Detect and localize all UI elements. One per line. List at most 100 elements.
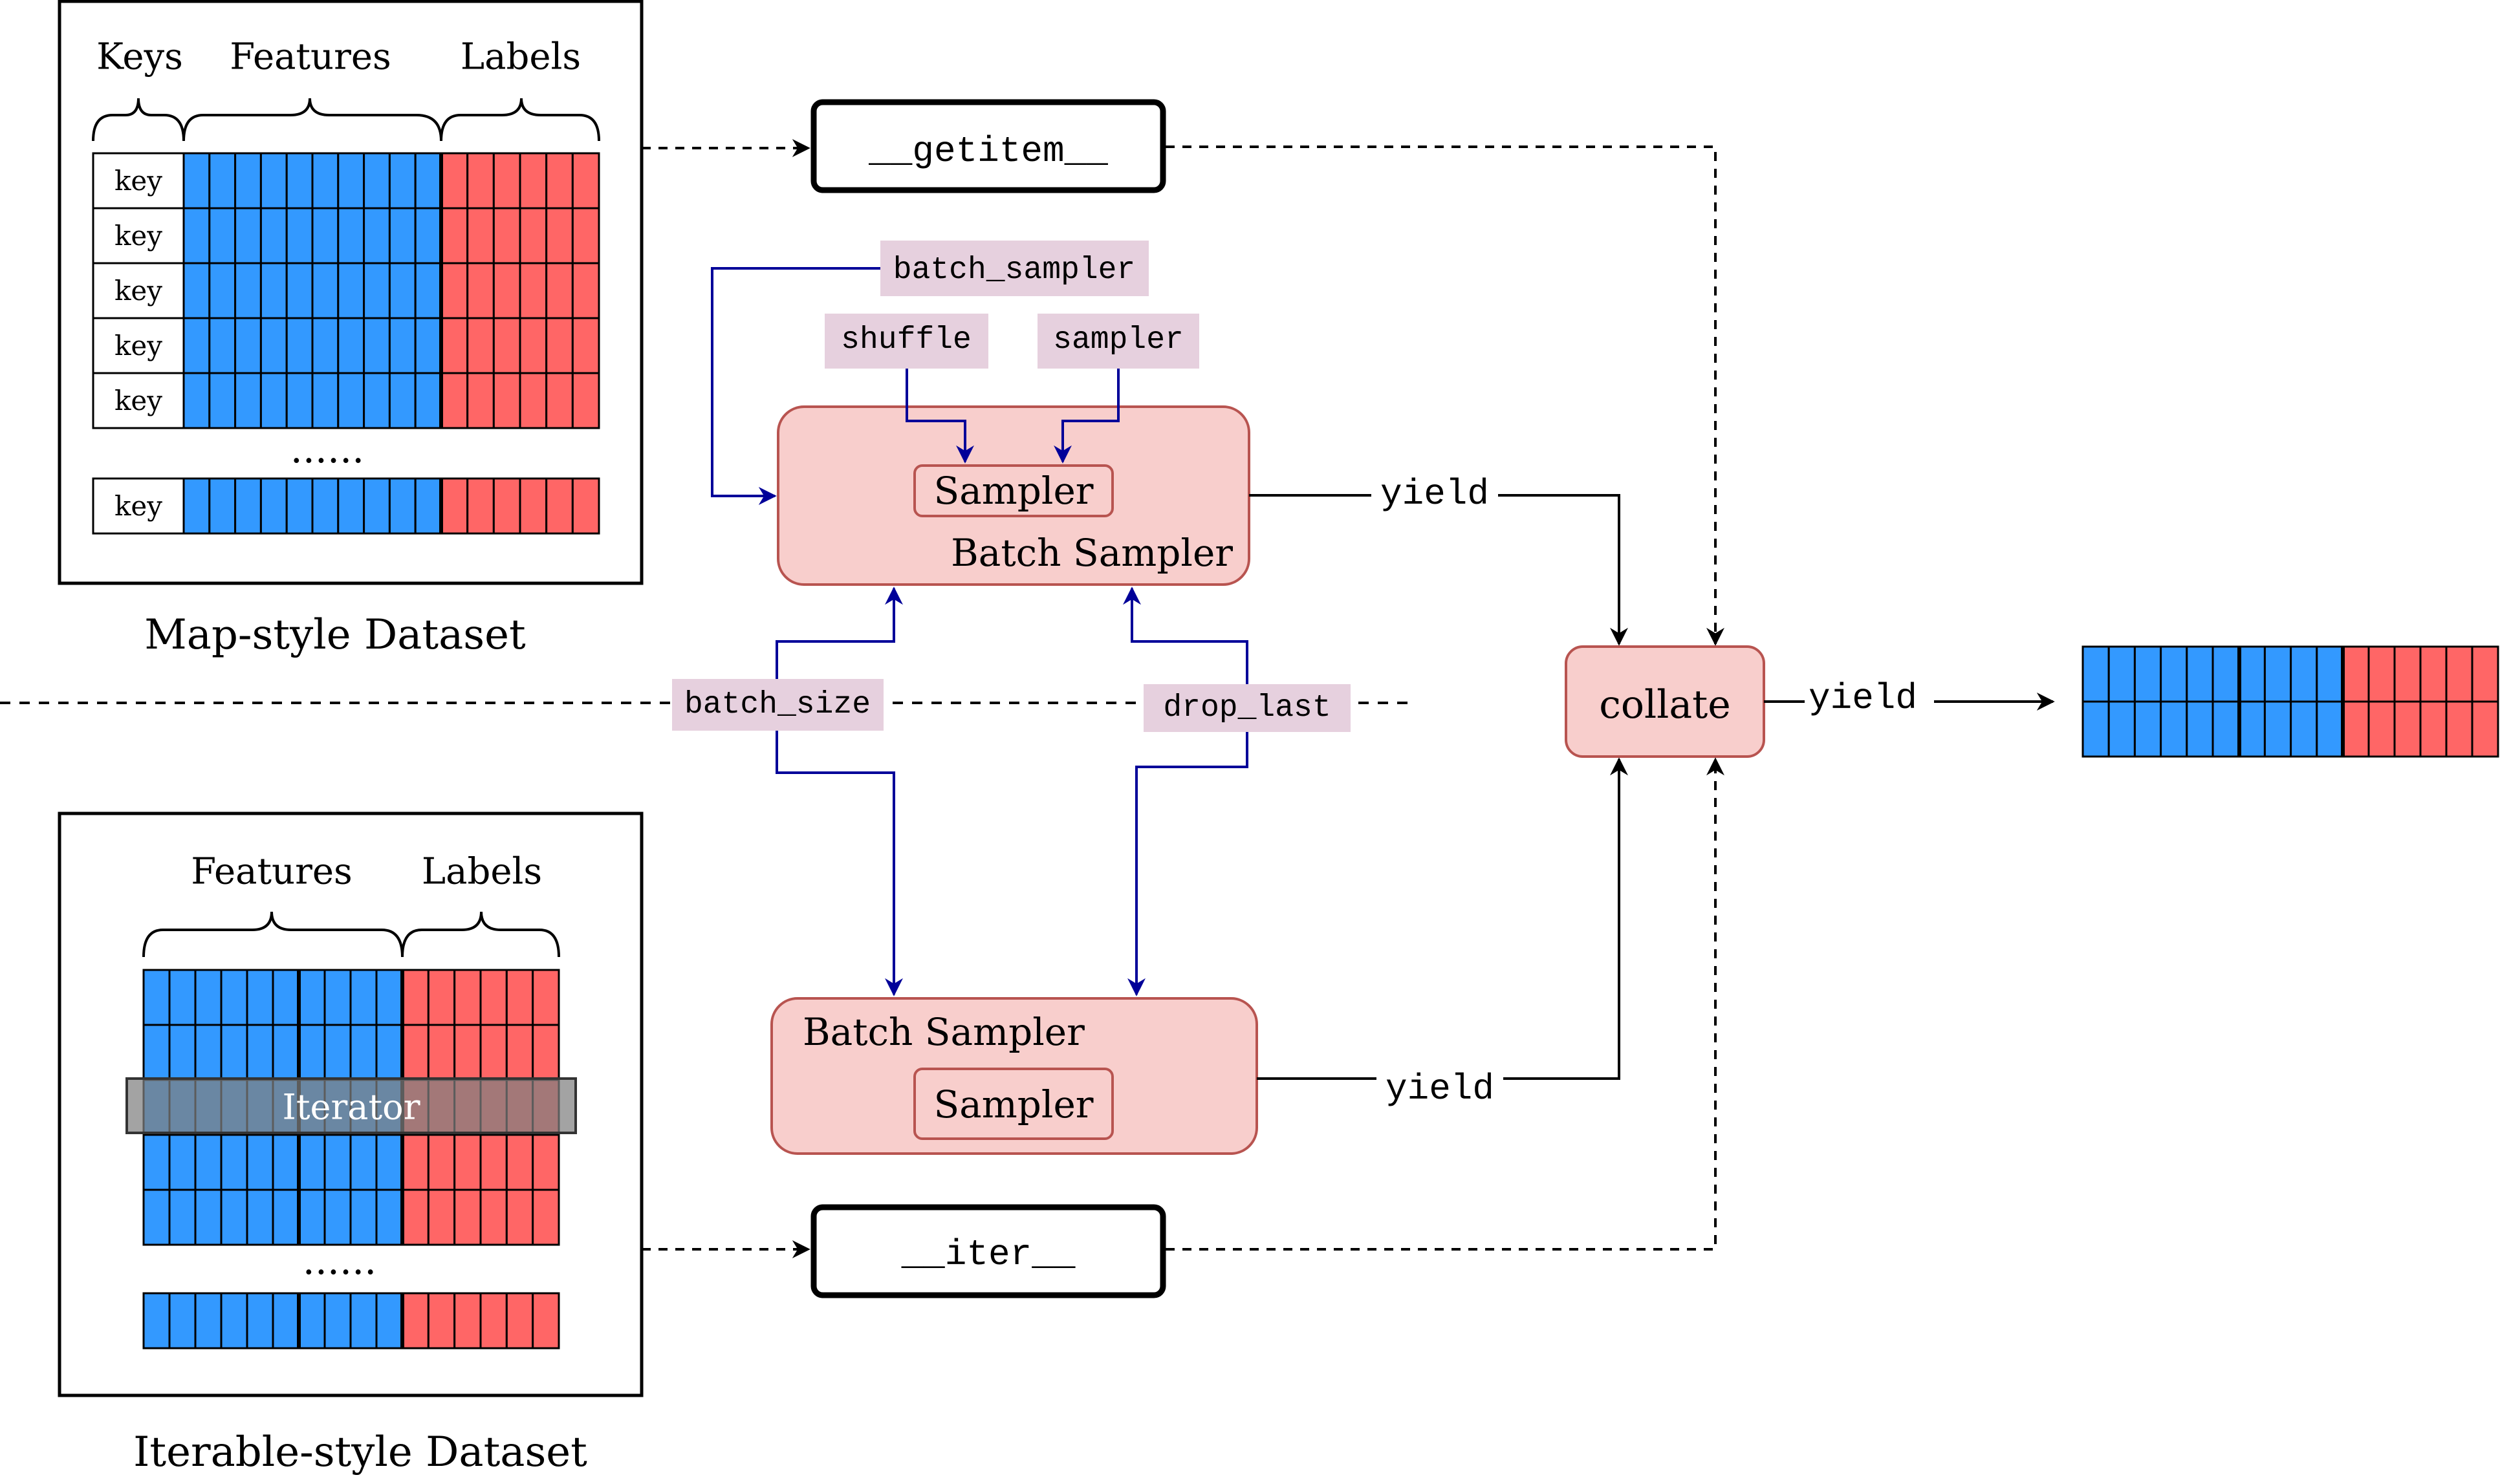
label-cell — [427, 1292, 456, 1350]
map-table-row: key — [92, 207, 600, 264]
feature-cell — [246, 1134, 274, 1191]
feature-cell — [259, 372, 288, 429]
label-cell — [2342, 700, 2370, 758]
feature-cell — [414, 262, 442, 319]
map-table-row: key — [92, 152, 600, 210]
feature-cell — [2082, 700, 2110, 758]
feature-cell — [168, 969, 197, 1026]
feature-cell — [2237, 645, 2266, 703]
features-brace-icon — [182, 98, 442, 142]
feature-cell — [208, 317, 237, 374]
label-cell — [492, 317, 521, 374]
feature-cell — [285, 317, 314, 374]
feature-cell — [285, 207, 314, 264]
label-cell — [440, 372, 469, 429]
feature-cell — [298, 1134, 326, 1191]
param-shuffle-label: shuffle — [841, 323, 972, 358]
feature-cell — [323, 969, 352, 1026]
label-cell — [2393, 645, 2422, 703]
feature-cell — [388, 262, 417, 319]
feature-cell — [2212, 645, 2240, 703]
feature-cell — [337, 317, 365, 374]
label-cell — [571, 262, 600, 319]
label-cell — [545, 262, 574, 319]
feature-cell — [182, 207, 211, 264]
iter-label: __iter__ — [901, 1234, 1076, 1275]
feature-cell — [2212, 700, 2240, 758]
feature-cell — [337, 372, 365, 429]
feature-cell — [142, 1188, 171, 1246]
label-cell — [466, 152, 495, 210]
feature-cell — [375, 1134, 404, 1191]
feature-cell — [311, 262, 340, 319]
label-cell — [2445, 700, 2473, 758]
feature-cell — [363, 262, 391, 319]
key-cell — [92, 477, 185, 535]
feature-cell — [194, 969, 223, 1026]
feature-cell — [2160, 645, 2188, 703]
feature-cell — [220, 1188, 248, 1246]
keys-brace-icon — [92, 98, 185, 142]
feature-cell — [337, 152, 365, 210]
feature-cell — [349, 1188, 378, 1246]
feature-cell — [194, 1024, 223, 1081]
drop-last-down-arrow — [1127, 732, 1248, 996]
key-cell-label: key — [114, 490, 162, 522]
feature-cell — [349, 1292, 378, 1350]
key-cell-label: key — [114, 330, 162, 361]
iterable-style-dataset: Features Labels Iterator ...... Iterable… — [58, 812, 644, 1476]
feature-cell — [2186, 645, 2214, 703]
feature-cell — [208, 372, 237, 429]
bottom-yield-arrow — [1257, 757, 1628, 1080]
label-cell — [479, 1188, 508, 1246]
feature-cell — [272, 1024, 300, 1081]
feature-cell — [298, 1292, 326, 1350]
label-cell — [545, 477, 574, 535]
feature-cell — [2316, 645, 2344, 703]
label-cell — [440, 207, 469, 264]
feature-cell — [220, 1134, 248, 1191]
feature-cell — [388, 207, 417, 264]
feature-cell — [234, 317, 262, 374]
label-cell — [492, 477, 521, 535]
label-cell — [453, 1024, 482, 1081]
feature-cell — [259, 317, 288, 374]
label-cell — [466, 372, 495, 429]
param-sampler: sampler — [1038, 314, 1199, 369]
feature-cell — [2290, 645, 2318, 703]
label-cell — [453, 1292, 482, 1350]
label-cell — [519, 372, 548, 429]
label-cell — [440, 317, 469, 374]
label-cell — [519, 207, 548, 264]
feature-cell — [323, 1188, 352, 1246]
iter-to-collate-arrow — [1166, 757, 1724, 1251]
feature-cell — [285, 262, 314, 319]
label-cell — [571, 477, 600, 535]
feature-cell — [220, 1292, 248, 1350]
label-cell — [479, 969, 508, 1026]
label-cell — [453, 969, 482, 1026]
feature-cell — [285, 372, 314, 429]
label-cell — [466, 317, 495, 374]
yield-top-label: yield — [1380, 473, 1489, 515]
batch-sampler-bottom: Batch Sampler Sampler — [770, 997, 1258, 1155]
label-cell — [532, 1134, 560, 1191]
feature-cell — [272, 1292, 300, 1350]
iterator-window — [125, 1077, 577, 1134]
batch-sampler-param-arrow — [711, 267, 880, 505]
feature-cell — [375, 969, 404, 1026]
feature-cell — [2263, 645, 2292, 703]
iterable-table-row — [142, 969, 560, 1026]
label-cell — [519, 317, 548, 374]
sampler-inner-top-label: Sampler — [933, 469, 1093, 513]
label-cell — [532, 1024, 560, 1081]
feature-cell — [414, 152, 442, 210]
yield-bottom-label: yield — [1386, 1068, 1494, 1110]
label-cell — [492, 207, 521, 264]
feature-cell — [208, 207, 237, 264]
feature-cell — [194, 1188, 223, 1246]
feature-cell — [323, 1024, 352, 1081]
